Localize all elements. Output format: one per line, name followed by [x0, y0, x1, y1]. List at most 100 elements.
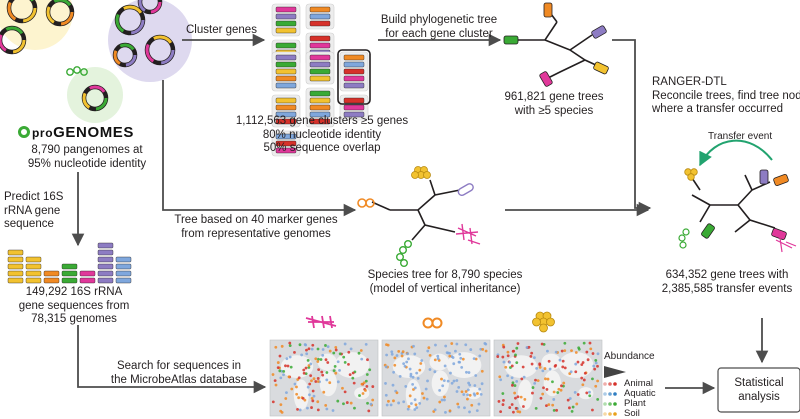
gene-cluster-box: [305, 87, 335, 128]
gene-cluster-box: [271, 51, 301, 92]
rrna-bar: [61, 263, 78, 270]
genome-ring: [112, 42, 138, 68]
world-maps: [269, 339, 603, 417]
rrna-bar: [97, 277, 114, 284]
rrna-bar: [79, 277, 96, 284]
progenomes-logo-icon: [18, 126, 30, 138]
green-genome-cluster-bg: [67, 67, 123, 123]
genome-ring: [144, 34, 176, 66]
rrna-bar: [7, 256, 24, 263]
transfer-event-label: Transfer event: [708, 131, 773, 142]
genome-ring: [137, 0, 163, 15]
legend-label: Aquatic: [624, 388, 656, 399]
legend-swatch: [608, 382, 612, 386]
legend-swatch: [613, 412, 617, 416]
rrna-sequence-bars: [7, 242, 132, 284]
statistical-analysis-box: [717, 367, 800, 413]
gene-cluster-box: [339, 94, 369, 121]
rrna-bar: [43, 270, 60, 277]
legend-swatch: [613, 392, 617, 396]
yellow-cell-cluster-icon: [411, 166, 431, 179]
rrna-bar: [97, 270, 114, 277]
gene-cluster-box: [339, 51, 369, 92]
legend-swatch: [603, 402, 607, 406]
yellow-cell-map-icon: [532, 311, 555, 333]
rrna-bar: [7, 270, 24, 277]
rrna-bar: [115, 277, 132, 284]
legend-swatch: [608, 412, 612, 416]
legend-swatch: [603, 382, 607, 386]
rrna-bar: [97, 242, 114, 249]
abundance-wedge: [604, 366, 626, 378]
world-map-panel: [269, 339, 379, 417]
cluster-genes-label: Cluster genes: [186, 24, 257, 36]
reconciled-tree-leaves: [678, 139, 797, 253]
pink-filament-map-icon: [305, 315, 337, 329]
legend-swatch: [613, 382, 617, 386]
gene-clusters-illustration: [271, 3, 371, 157]
green-chain-icon: [396, 239, 413, 268]
legend-label: Soil: [624, 408, 640, 419]
rrna-bar: [7, 263, 24, 270]
rrna-bar: [25, 256, 42, 263]
world-map-panel: [493, 339, 603, 417]
orange-diplococcus-icon: [357, 198, 375, 208]
rrna-bar: [97, 256, 114, 263]
rrna-bar: [61, 270, 78, 277]
legend-swatch: [608, 402, 612, 406]
arrow-search-db: [77, 325, 267, 394]
legend-label: Animal: [624, 378, 654, 389]
gene-cluster-box: [271, 94, 301, 128]
abundance-legend-title: Abundance: [604, 351, 655, 362]
genome-ring: [114, 4, 146, 36]
rrna-bar: [115, 270, 132, 277]
gene-tree-leaves: [503, 2, 609, 87]
green-chain-decoration: [66, 66, 88, 76]
legend-swatch: [603, 392, 607, 396]
gene-cluster-box: [271, 3, 301, 37]
progenomes-logo: proGENOMES: [18, 124, 134, 141]
species-tree-leaves: [357, 166, 481, 268]
transfer-event-arrow: [699, 139, 773, 167]
rrna-bar: [97, 249, 114, 256]
gene-tree-icon: [516, 9, 599, 79]
flow-arrows: [71, 33, 769, 395]
arrow-ranger: [612, 39, 652, 215]
rrna-bar: [25, 263, 42, 270]
gene-cluster-box: [271, 130, 301, 157]
world-map-panel: [381, 339, 491, 417]
yellow-genome-cluster-bg: [0, 0, 73, 50]
abundance-legend: [603, 366, 626, 416]
legend-label: Plant: [624, 398, 646, 409]
orange-diplococcus-map-icon: [422, 317, 443, 329]
rrna-bar: [25, 277, 42, 284]
legend-swatch: [603, 412, 607, 416]
rrna-bar: [79, 270, 96, 277]
genome-ring: [81, 84, 109, 112]
gene-cluster-box: [305, 3, 335, 30]
arrow-marker-tree: [162, 80, 357, 217]
species-tree-caption: Species tree for 8,790 species(model of …: [367, 269, 523, 295]
rrna-bar: [7, 277, 24, 284]
genome-ring: [45, 0, 75, 27]
gene-cluster-box: [305, 51, 335, 85]
rrna-bar: [25, 270, 42, 277]
genome-ring: [0, 25, 27, 55]
selected-cluster-outline: [337, 49, 371, 105]
rrna-bar: [61, 277, 78, 284]
legend-swatch: [608, 392, 612, 396]
rrna-bar: [115, 256, 132, 263]
rrna-bar: [97, 263, 114, 270]
species-tree-icon: [371, 179, 461, 241]
